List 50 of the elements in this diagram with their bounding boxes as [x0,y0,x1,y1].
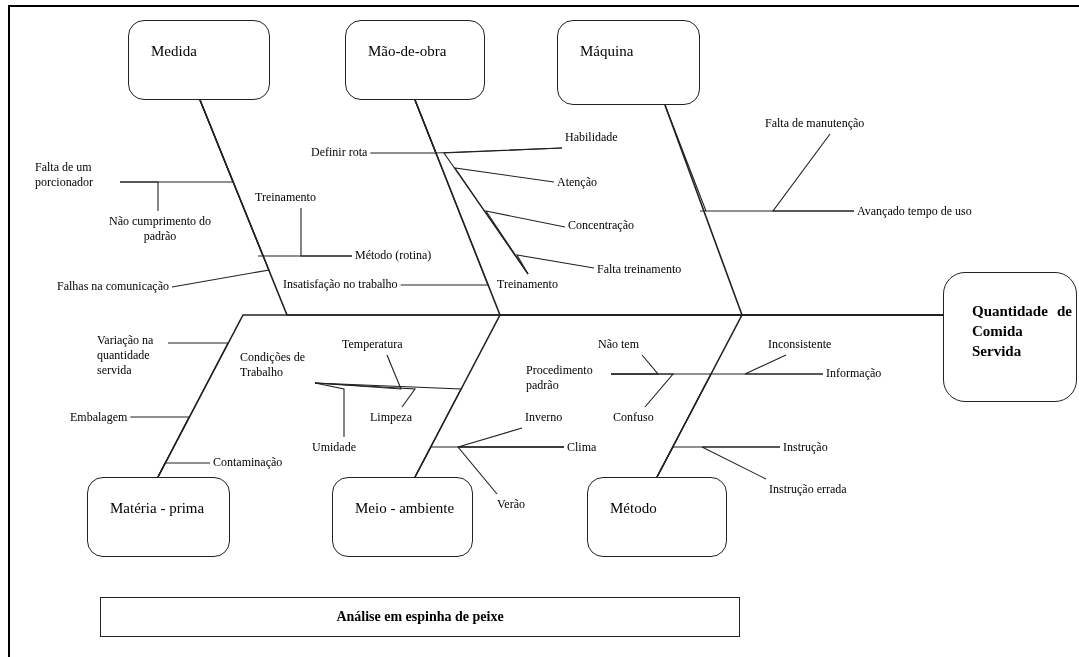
bone-line [515,254,595,275]
cause-label: Inconsistente [768,337,832,352]
category-box: Medida [128,20,270,100]
bone-line [171,99,270,288]
cause-label: Falta de manutenção [765,116,865,131]
cause-label: Confuso [613,410,654,425]
cause-label: Falta treinamento [597,262,682,277]
cause-label: Instrução errada [769,482,847,497]
cause-label: Atenção [557,175,597,190]
bone-line [771,133,855,212]
cause-label: Umidade [312,440,356,455]
bone-line [610,373,675,408]
cause-label: Limpeza [370,410,412,425]
cause-label: Verão [497,497,525,512]
cause-label: Informação [826,366,882,381]
category-box: Meio - ambiente [332,477,473,557]
effect-box: Quantidade de Comida Servida [943,272,1077,402]
bone-line [701,446,781,480]
cause-label: Temperatura [342,337,403,352]
cause-label: Não tem [598,337,639,352]
bone-line [314,382,417,408]
cause-label: Instrução [783,440,828,455]
cause-label: Falhas na comunicação [57,279,169,294]
cause-label: Clima [567,440,597,455]
category-box: Matéria - prima [87,477,230,557]
cause-label: Inverno [525,410,563,425]
cause-label: Definir rota [311,145,368,160]
caption-box: Análise em espinha de peixe [100,597,740,637]
cause-label: Treinamento [497,277,558,292]
cause-label: Concentração [568,218,634,233]
cause-label: Insatisfação no trabalho [283,277,398,292]
cause-label: Treinamento [255,190,316,205]
cause-label: Habilidade [565,130,618,145]
cause-label: Embalagem [70,410,128,425]
bone-line [119,181,159,212]
bone-line [453,167,555,275]
cause-label: Falta de um porcionador [35,160,117,190]
category-box: Mão-de-obra [345,20,485,100]
cause-label: Variação na quantidade servida [97,333,165,378]
bone-line [744,354,824,375]
cause-label: Contaminação [213,455,283,470]
cause-label: Método (rotina) [355,248,432,263]
cause-label: Avançado tempo de uso [857,204,972,219]
bone-line [157,462,211,478]
cause-label: Condições de Trabalho [240,350,312,380]
category-box: Método [587,477,727,557]
category-box: Máquina [557,20,700,105]
cause-label: Não cumprimento do padrão [100,214,220,244]
cause-label: Procedimento padrão [526,363,608,393]
bone-line [456,446,565,495]
